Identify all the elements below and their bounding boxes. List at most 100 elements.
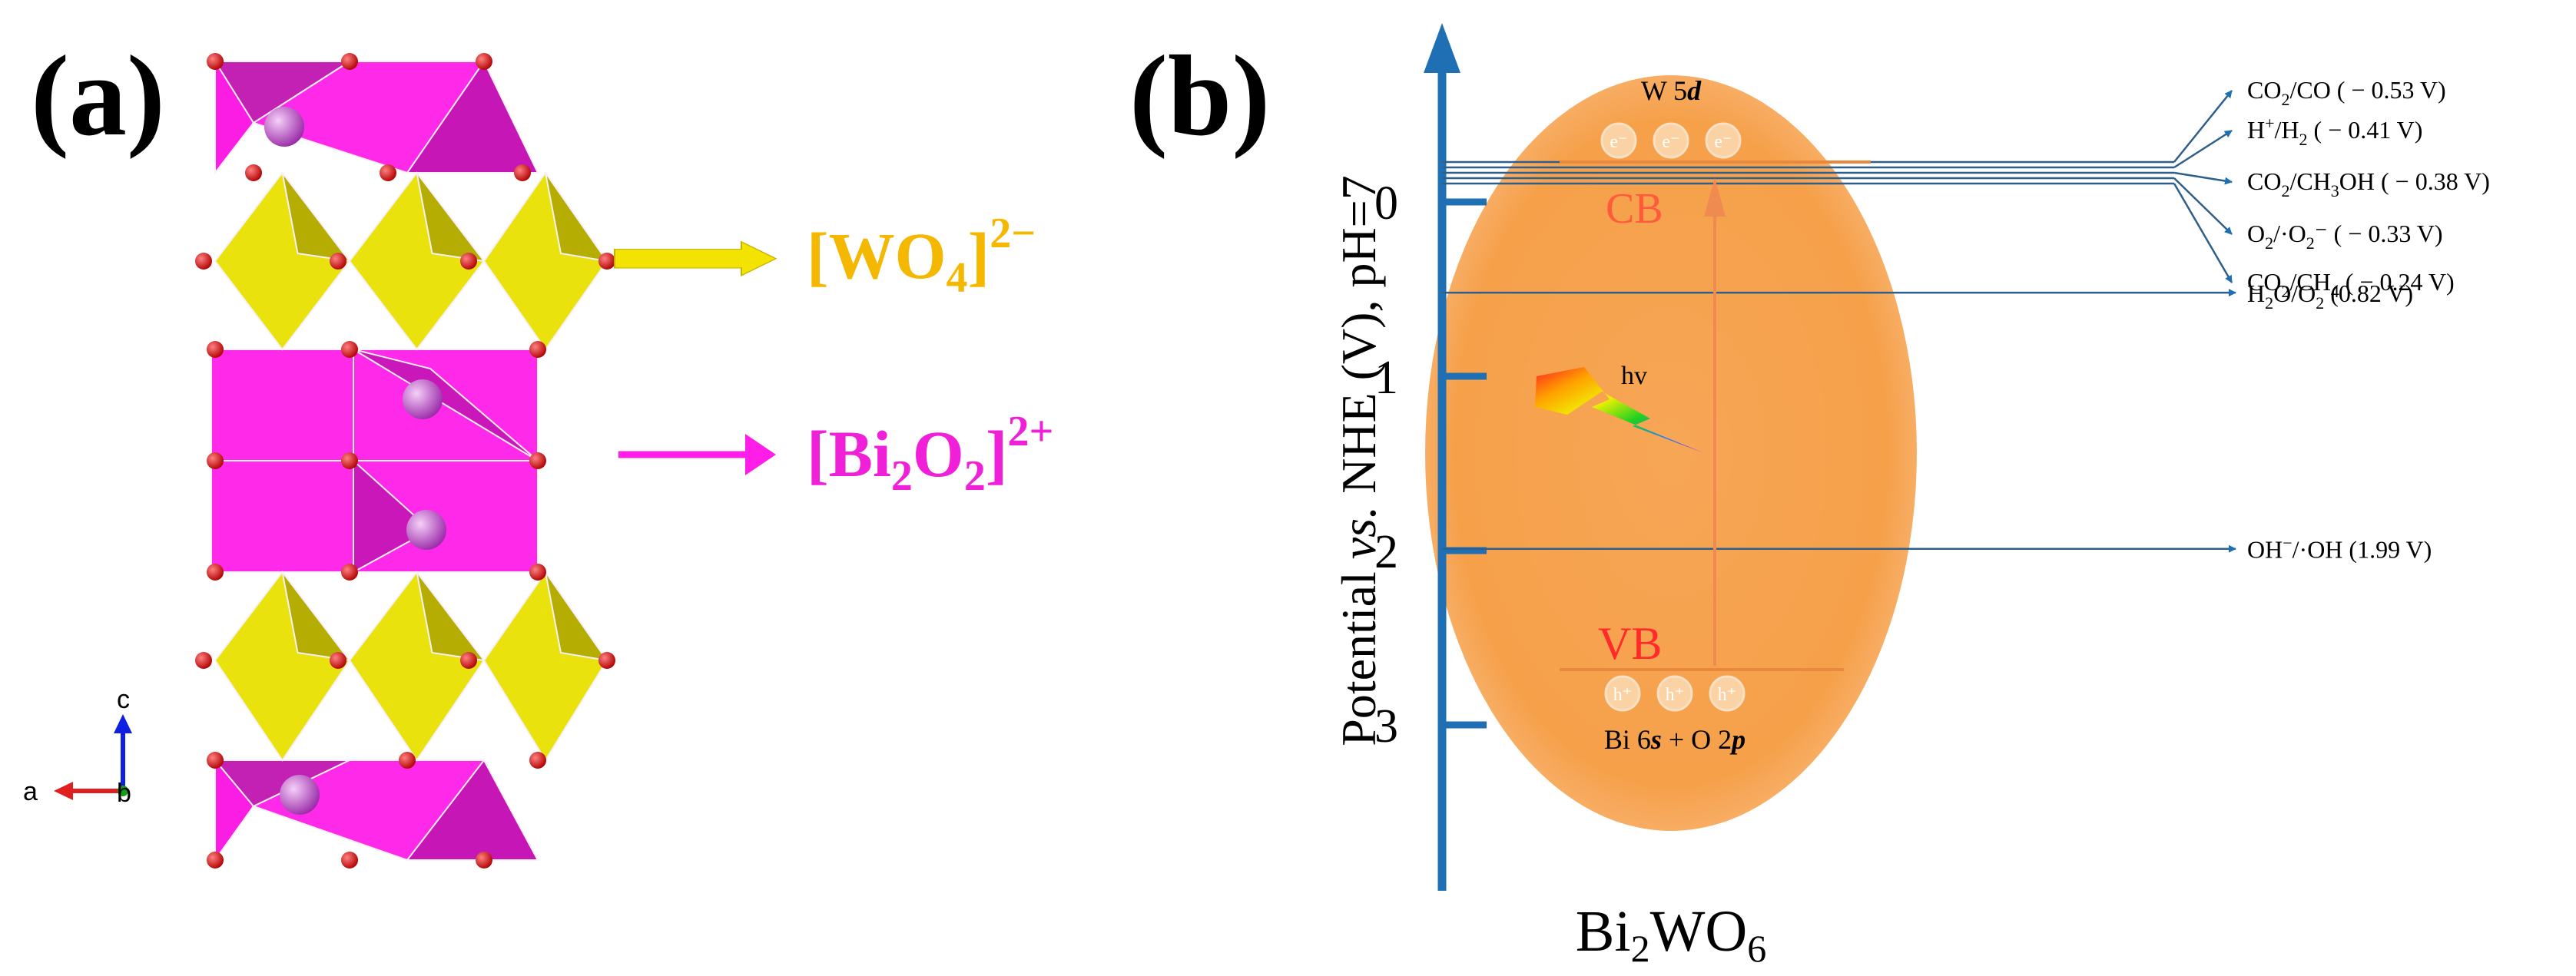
oxygen-atom [330,652,346,669]
polyhedron-face [211,349,354,462]
vb-label: VB [1598,618,1662,669]
oxygen-atom [341,341,358,358]
polyhedron-face [545,172,609,263]
c-axis-label: c [117,685,130,714]
oxygen-atom [195,253,212,270]
oxygen-atom [460,253,477,270]
redox-fan-arrow [2173,171,2233,185]
a-axis-arrowhead [54,782,73,800]
axis-tick-label: 0 [1374,177,1398,230]
panel-b-label: (b) [1129,32,1270,160]
oxygen-atom [476,852,492,868]
potential-axis-arrowhead [1424,23,1460,73]
polyhedron-face [353,458,432,574]
hole-circle [1709,675,1746,712]
redox-fan-arrow [2173,90,2233,163]
hole-circle [1604,675,1641,712]
oxygen-atom [207,564,224,581]
oxygen-atom [399,752,416,769]
oxygen-atom [341,852,358,868]
bi2o2-label: [Bi2O2]2+ [807,408,1053,500]
bi6s-o2p-label: Bi 6s + O 2p [1604,724,1746,755]
oxygen-atom [598,253,615,270]
oxygen-atom [341,53,358,70]
c-axis-arrowhead [114,714,132,733]
redox-label: CO2/CO ( − 0.53 V) [2247,76,2446,109]
polyhedron-face [214,171,351,351]
panel-a-label: (a) [31,32,165,160]
crystal-axis-triad: c a b [23,685,132,808]
oxygen-atom [529,341,546,358]
polyhedron-face [211,460,354,573]
bi2wo6-band-ellipse [1425,75,1917,831]
redox-potential-lines: CO2/CO ( − 0.53 V) H+/H2 ( − 0.41 V) CO2/C… [1442,76,2490,564]
bi2wo6-crystal-lattice [195,53,615,868]
electron-label: e⁻ [1714,132,1732,152]
b-axis-label: b [117,779,131,808]
hv-label: hv [1621,362,1647,390]
oxygen-atom [330,253,346,270]
lightning-bolt-shape [1535,367,1704,453]
oxygen-atom [207,452,224,469]
polyhedron-face [406,60,539,174]
redox-label: O2/·O2⁻ ( − 0.33 V) [2247,220,2443,253]
oxygen-atom [514,164,531,181]
b-axis-dot [118,786,128,796]
axis-tick-label: 1 [1374,352,1398,404]
oxygen-atom [476,53,492,70]
electron-label: e⁻ [1610,132,1627,152]
oxygen-atom [341,564,358,581]
polyhedron-face [214,58,255,175]
oxygen-atom [380,164,396,181]
polyhedron-face [482,571,608,762]
potential-axis-title: Potential vs. NHE (V), pH=7 [1331,175,1386,746]
oxygen-atom [207,852,224,868]
oxygen-atom [529,452,546,469]
oxygen-atom [245,164,262,181]
redox-fan-arrow [2173,129,2233,169]
panel-b-band-diagram: (b) 0 1 2 3 Potential vs. NHE (V), pH=7 CO2… [1129,23,2490,970]
electrons-group: e⁻ e⁻ e⁻ [1600,122,1742,159]
redox-label: OH−/·OH (1.99 V) [2247,534,2432,564]
excitation-arrowhead [1704,178,1726,217]
hole-circle [1656,675,1693,712]
polyhedron-face [482,171,608,351]
holes-group: h⁺ h⁺ h⁺ [1604,675,1746,712]
electron-circle [1705,122,1742,159]
polyhedron-face [214,758,255,863]
oxygen-atom [460,652,477,669]
wo4-layer-annotation: [WO4]2− [614,210,1036,302]
oxygen-atom [207,341,224,358]
axis-tick-label: 3 [1374,700,1398,753]
panel-a-crystal-structure: (a) [WO4]2− [Bi2O2]2+ c a b [23,32,1053,868]
redox-fan-arrow [2173,183,2233,283]
polyhedron-face [545,571,609,662]
potential-axis-ticks: 0 1 2 3 [1374,177,1487,753]
hole-label: h⁺ [1613,685,1633,705]
redox-label: CO2/CH3OH ( − 0.38 V) [2247,167,2490,200]
polyhedron-face [353,349,539,462]
bismuth-atom [406,510,446,550]
electron-label: e⁻ [1662,132,1679,152]
redox-fan-arrow [2173,177,2233,235]
electron-circle [1653,122,1689,159]
material-label: Bi2WO6 [1576,899,1766,970]
axis-tick-label: 2 [1374,526,1398,578]
bi2o2-layer-annotation: [Bi2O2]2+ [618,408,1053,500]
polyhedron-face [281,571,352,662]
wo4-label: [WO4]2− [807,210,1036,302]
bismuth-atom [403,379,443,419]
oxygen-atom [529,752,546,769]
oxygen-atom [529,564,546,581]
oxygen-atom [207,53,224,70]
polyhedron-face [214,571,351,762]
bismuth-atom [280,775,320,815]
polyhedron-face [416,571,486,662]
redox-label: H+/H2 ( − 0.41 V) [2247,114,2422,149]
oxygen-atom [341,452,358,469]
electron-circle [1600,122,1637,159]
redox-label: CO2/CH4 ( − 0.24 V) [2247,268,2455,301]
a-axis-label: a [23,777,38,806]
bi2o2-arrow-head [745,434,776,475]
